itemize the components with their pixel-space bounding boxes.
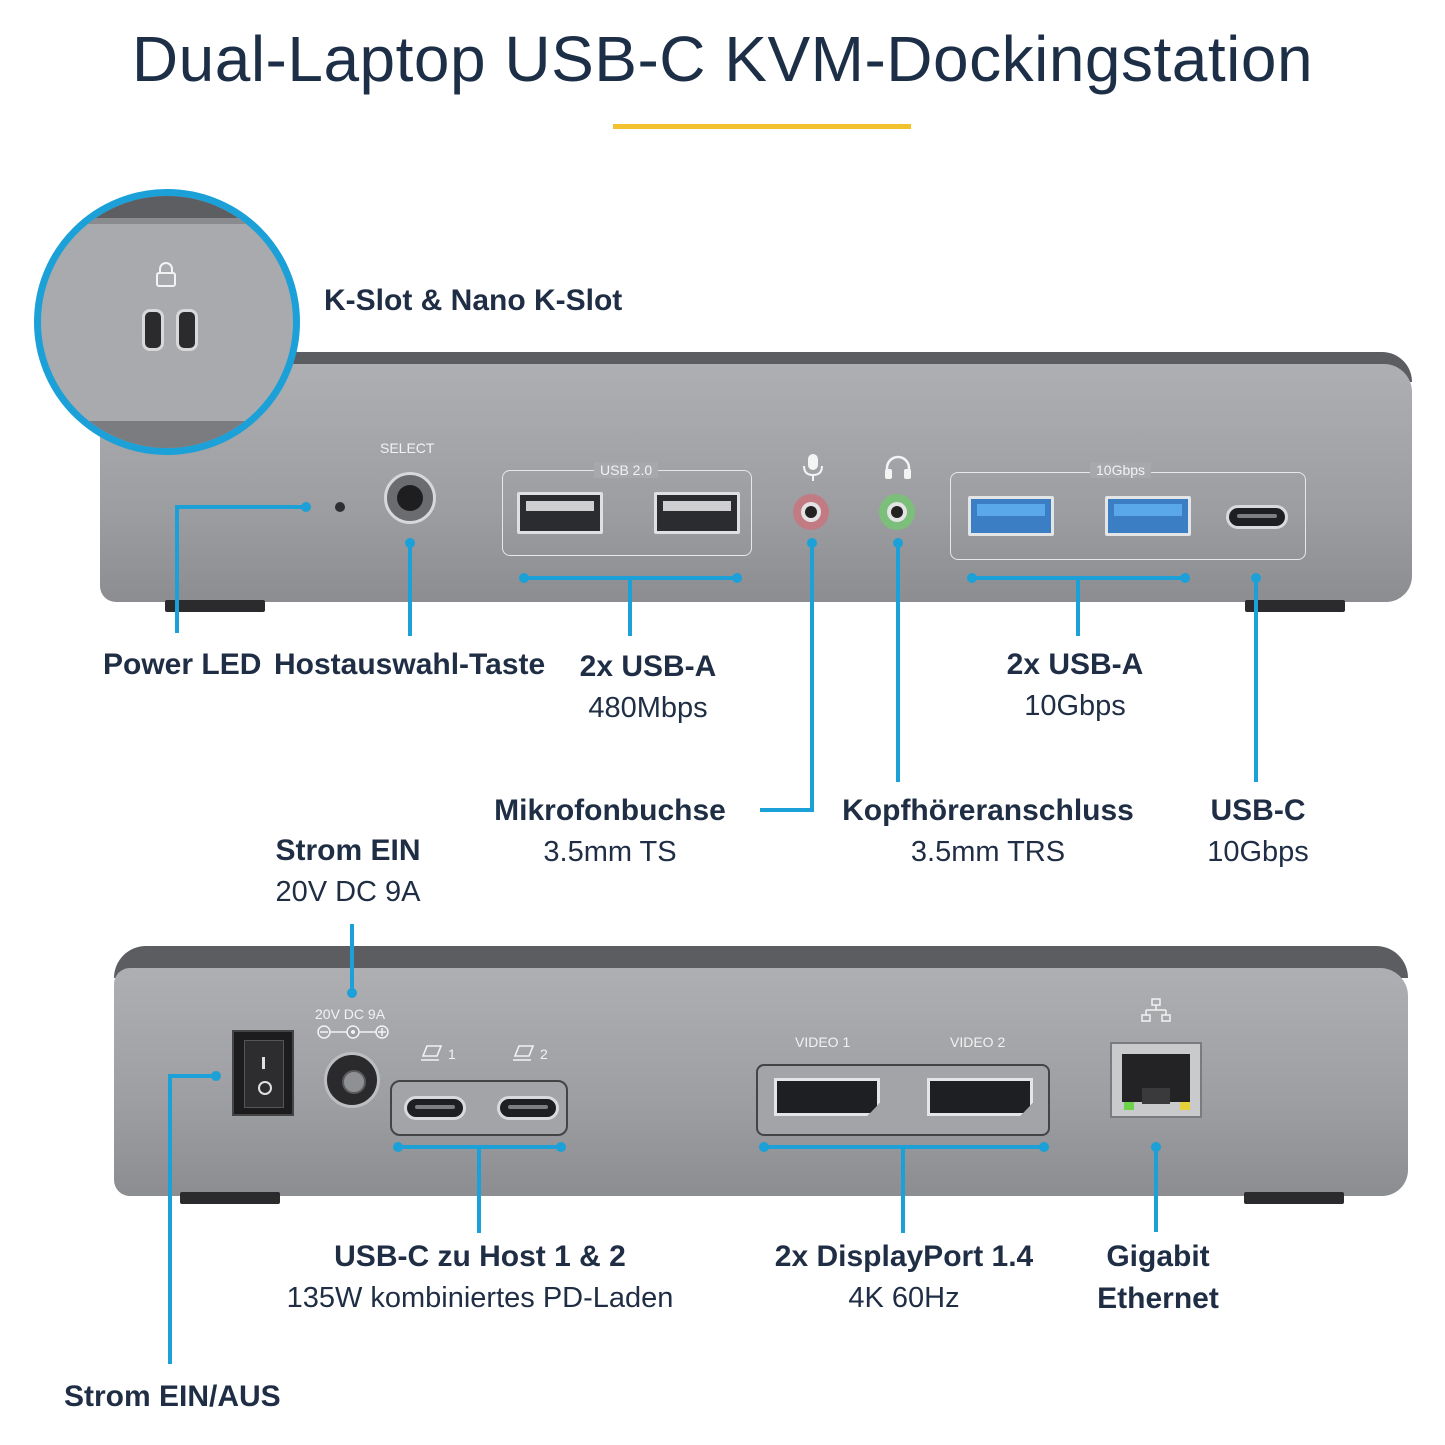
usb-c-host-2-port[interactable] (497, 1096, 559, 1120)
network-icon (1141, 998, 1171, 1022)
video-2-label: VIDEO 2 (950, 1034, 1006, 1050)
link-led (1124, 1102, 1134, 1110)
host-select-button[interactable] (384, 472, 436, 524)
activity-led (1180, 1102, 1190, 1110)
headphone-jack[interactable] (879, 494, 915, 530)
video-1-label: VIDEO 1 (795, 1034, 851, 1050)
usb-a-port-1[interactable] (517, 492, 603, 534)
kslot-label: K-Slot & Nano K-Slot (324, 284, 623, 317)
dc-rating-text: 20V DC 9A (315, 1006, 386, 1022)
kslot-zoom-circle (34, 189, 300, 455)
headphone-label: Kopfhöreranschluss 3.5mm TRS (842, 794, 1134, 868)
dc-polarity-icon (317, 1025, 389, 1039)
power-switch-label: Strom EIN/AUS (64, 1380, 281, 1413)
host-select-label: Hostauswahl-Taste (274, 648, 546, 681)
power-led (335, 502, 345, 512)
title-underline (613, 124, 911, 129)
k-slot (142, 309, 164, 351)
lock-icon (156, 262, 176, 287)
power-switch[interactable] (232, 1030, 294, 1116)
microphone-jack[interactable] (793, 494, 829, 530)
laptop-2-icon (513, 1045, 535, 1061)
ethernet-label: Gigabit Ethernet (1097, 1240, 1219, 1315)
power-in-label: Strom EIN 20V DC 9A (275, 834, 421, 908)
power-led-label: Power LED (103, 648, 262, 681)
dc-power-input[interactable] (324, 1052, 380, 1108)
usb-a-port-2[interactable] (654, 492, 740, 534)
ethernet-port[interactable] (1110, 1042, 1202, 1118)
displayport-2[interactable] (927, 1078, 1033, 1116)
usb2-group-label: USB 2.0 (594, 462, 659, 478)
power-switch-callout (168, 1074, 216, 1078)
usb-a-10gbps-port-2[interactable] (1105, 496, 1191, 536)
displayport-label: 2x DisplayPort 1.4 4K 60Hz (774, 1240, 1034, 1314)
usb-c-callout (1254, 576, 1258, 782)
usb-c-port[interactable] (1226, 505, 1288, 529)
usb-a-10gbps-port-1[interactable] (968, 496, 1054, 536)
page-title: Dual-Laptop USB-C KVM-Dockingstation (131, 23, 1314, 95)
usba480-label: 2x USB-A 480Mbps (579, 650, 717, 724)
nano-k-slot (176, 309, 198, 351)
mic-callout (810, 542, 814, 812)
usba10-label: 2x USB-A 10Gbps (1006, 648, 1144, 722)
ethernet-callout (1154, 1146, 1158, 1232)
usb-c-host-1-port[interactable] (404, 1096, 466, 1120)
headphone-callout (896, 542, 900, 782)
gbps-group-label: 10Gbps (1090, 462, 1152, 478)
dc-in-callout (350, 924, 354, 994)
power-led-callout (175, 505, 305, 509)
front-dock (100, 352, 1412, 612)
displayport-1[interactable] (774, 1078, 880, 1116)
microphone-icon (803, 454, 823, 481)
usbc-host-label: USB-C zu Host 1 & 2 135W kombiniertes PD… (286, 1240, 674, 1314)
laptop-1-icon (421, 1045, 443, 1061)
select-label: SELECT (380, 440, 435, 456)
host-2-number: 2 (540, 1046, 548, 1062)
usbc-label: USB-C 10Gbps (1207, 794, 1309, 868)
host-1-number: 1 (448, 1046, 456, 1062)
select-callout (408, 542, 412, 636)
mic-label: Mikrofonbuchse 3.5mm TS (494, 794, 726, 868)
headphones-icon (885, 455, 911, 479)
